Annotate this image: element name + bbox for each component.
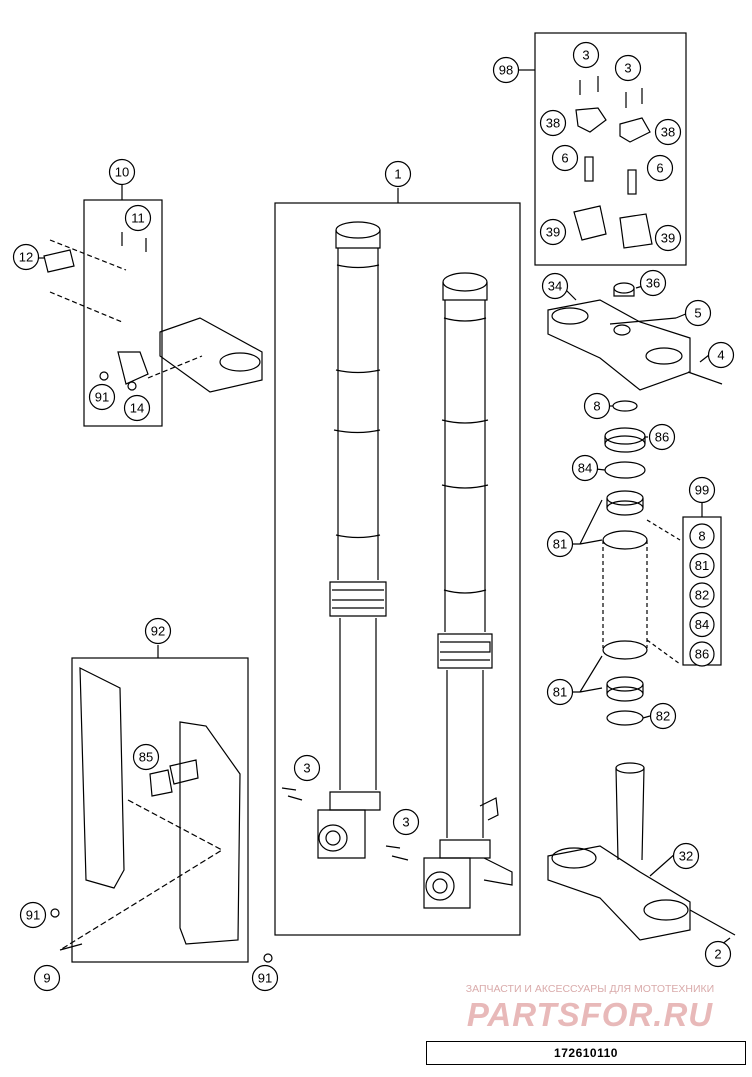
callout-c34: 34 <box>541 272 569 300</box>
callout-number: 81 <box>553 685 567 700</box>
callout-number: 85 <box>139 750 153 765</box>
callout-c3b: 3 <box>614 54 642 82</box>
loose-bolts <box>50 371 409 963</box>
callout-c91b: 91 <box>19 901 47 929</box>
callout-c6b: 6 <box>646 154 674 182</box>
kit-99-item-number: 82 <box>695 588 709 603</box>
callout-c11: 11 <box>124 204 152 232</box>
callout-number: 98 <box>499 63 513 78</box>
leader-lines <box>38 69 731 949</box>
callout-number: 81 <box>553 537 567 552</box>
callout-number: 3 <box>582 48 589 63</box>
callout-number: 9 <box>43 971 50 986</box>
callout-number: 82 <box>656 709 670 724</box>
callout-c12: 12 <box>12 243 40 271</box>
group-box-10-holder <box>83 199 163 427</box>
callout-number: 38 <box>546 116 560 131</box>
callout-number: 1 <box>394 167 401 182</box>
cable-holder-parts <box>43 232 263 393</box>
callout-c4: 4 <box>707 341 735 369</box>
callout-c38b: 38 <box>654 118 682 146</box>
part-number-label: 172610110 <box>426 1041 746 1065</box>
handlebar-clamp-set <box>573 76 653 249</box>
callout-c8: 8 <box>583 392 611 420</box>
fork-leg-right <box>423 272 513 909</box>
kit-99-item-number: 81 <box>695 558 709 573</box>
callout-c99: 99 <box>688 476 716 504</box>
kit-99-item: 86 <box>689 641 715 667</box>
callout-number: 91 <box>258 971 272 986</box>
callout-number: 86 <box>655 430 669 445</box>
callout-number: 14 <box>130 401 144 416</box>
callout-c81b: 81 <box>546 678 574 706</box>
kit-99-item-number: 84 <box>695 617 709 632</box>
callout-c81a: 81 <box>546 530 574 558</box>
callout-number: 3 <box>303 761 310 776</box>
group-box-92-guards <box>71 657 249 963</box>
steering-bearings <box>602 400 681 726</box>
kit-99-item: 81 <box>689 552 715 579</box>
callout-number: 34 <box>548 279 562 294</box>
callout-number: 39 <box>661 231 675 246</box>
callout-number: 3 <box>402 815 409 830</box>
callout-c14: 14 <box>123 394 151 422</box>
callout-c38a: 38 <box>539 109 567 137</box>
callout-c82: 82 <box>649 702 677 730</box>
callout-c3c: 3 <box>293 754 321 782</box>
callout-c3d: 3 <box>392 808 420 836</box>
callout-c32: 32 <box>672 842 700 870</box>
callout-c5: 5 <box>684 299 712 327</box>
callout-number: 8 <box>593 399 600 414</box>
callout-c91c: 91 <box>251 964 279 992</box>
callout-c98: 98 <box>492 56 520 84</box>
callout-number: 99 <box>695 483 709 498</box>
callout-c91a: 91 <box>88 383 116 411</box>
callout-number: 6 <box>656 161 663 176</box>
kit-99-item: 84 <box>689 611 715 638</box>
callout-c39b: 39 <box>654 224 682 252</box>
callout-number: 4 <box>717 348 724 363</box>
kit-99-item-number: 86 <box>695 647 709 662</box>
callout-c39a: 39 <box>539 218 567 246</box>
fork-guards <box>59 667 241 951</box>
callout-c9: 9 <box>33 964 61 992</box>
callout-c6a: 6 <box>551 144 579 172</box>
callout-c2: 2 <box>704 940 732 968</box>
callout-number: 5 <box>694 306 701 321</box>
watermark-logo: PARTSFOR.RU <box>466 996 714 1033</box>
callout-c36: 36 <box>639 269 667 297</box>
group-box-98-clamps <box>534 32 687 266</box>
callout-number: 38 <box>661 125 675 140</box>
upper-triple-clamp <box>547 282 723 391</box>
callout-c1: 1 <box>384 160 412 188</box>
callout-number: 91 <box>95 390 109 405</box>
watermark-subtitle: ЗАПЧАСТИ И АКСЕССУАРЫ ДЛЯ МОТОТЕХНИКИ <box>465 983 715 995</box>
callout-number: 10 <box>115 165 129 180</box>
callout-number: 2 <box>714 947 721 962</box>
callout-number: 6 <box>561 151 568 166</box>
callout-c86: 86 <box>648 423 676 451</box>
lower-triple-clamp <box>547 762 736 941</box>
callout-number: 11 <box>131 211 145 226</box>
callout-number: 84 <box>578 461 592 476</box>
callout-number: 12 <box>19 250 33 265</box>
callout-c84: 84 <box>571 454 599 482</box>
kit-99-item: 82 <box>689 582 715 608</box>
fork-leg-left <box>317 221 387 859</box>
callout-number: 32 <box>679 849 693 864</box>
callout-number: 3 <box>624 61 631 76</box>
kit-99-item: 8 <box>689 523 715 549</box>
callout-c3a: 3 <box>572 41 600 69</box>
callout-number: 39 <box>546 225 560 240</box>
callout-c85: 85 <box>132 743 160 771</box>
callout-c92: 92 <box>144 617 172 645</box>
callout-number: 92 <box>151 624 165 639</box>
callout-number: 91 <box>26 908 40 923</box>
callout-number: 36 <box>646 276 660 291</box>
kit-99-item-number: 8 <box>698 529 705 544</box>
callout-c10: 10 <box>108 158 136 186</box>
